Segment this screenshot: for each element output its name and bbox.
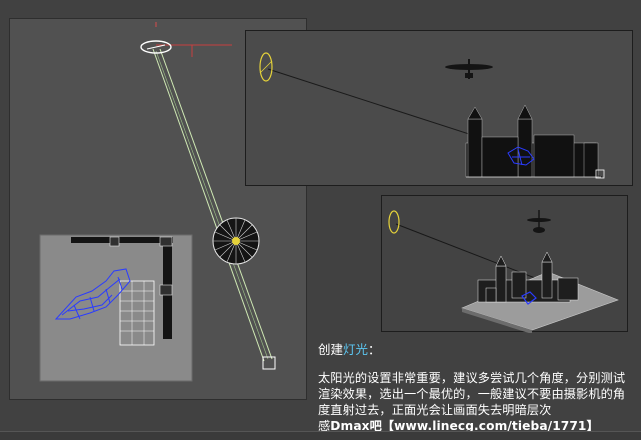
watermark-text: Dmax吧【www.linecg.com/tieba/1771】 (330, 419, 599, 433)
building-front-elevation[interactable] (465, 104, 605, 179)
sun-light-icon-persp[interactable] (388, 210, 400, 234)
viewport-main-canvas (39, 22, 276, 382)
building-footprint[interactable] (71, 236, 173, 346)
building-persp[interactable] (477, 251, 579, 303)
daylight-compass-front[interactable] (445, 59, 493, 79)
camera-persp[interactable] (521, 291, 537, 305)
caption-body-tail: 感 (318, 419, 331, 433)
light-target-box[interactable] (262, 356, 276, 370)
viewport-front-canvas (259, 52, 605, 179)
viewport-perspective-canvas (388, 210, 619, 333)
daylight-compass-persp[interactable] (527, 210, 551, 233)
caption-block: 创建灯光： 太阳光的设置非常重要，建议多尝试几个角度，分别测试渲染效果，选出一个… (318, 342, 636, 434)
viewport-perspective[interactable] (381, 195, 628, 333)
sun-light-icon[interactable] (140, 40, 172, 54)
viewport-front[interactable] (245, 30, 633, 186)
caption-heading: 创建灯光： (318, 342, 636, 358)
sun-light-beam[interactable] (152, 48, 273, 362)
caption-body-text: 太阳光的设置非常重要，建议多尝试几个角度，分别测试渲染效果，选出一个最优的，一般… (318, 371, 626, 417)
sun-light-icon-front[interactable] (259, 52, 273, 82)
camera-front[interactable] (507, 146, 535, 166)
daylight-compass-icon[interactable] (212, 217, 260, 265)
caption-heading-prefix: 创建 (318, 342, 344, 357)
caption-heading-suffix: ： (368, 342, 381, 357)
caption-body: 太阳光的设置非常重要，建议多尝试几个角度，分别测试渲染效果，选出一个最优的，一般… (318, 370, 636, 434)
caption-heading-accent: 灯光 (343, 342, 369, 357)
bottom-scroll-bar[interactable] (0, 431, 641, 440)
camera-wireframe[interactable] (54, 268, 131, 320)
